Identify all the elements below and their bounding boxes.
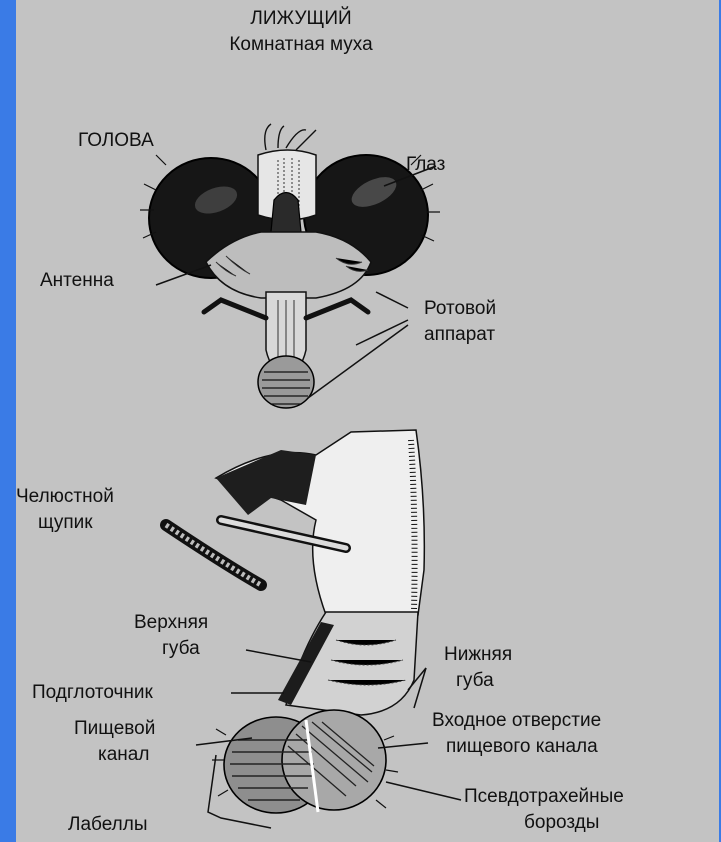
- label-labella: Лабеллы: [68, 814, 147, 836]
- label-antenna: Антенна: [40, 270, 114, 292]
- diagram-title: ЛИЖУЩИЙ: [206, 8, 396, 30]
- label-pseudotracheae-line1: Псевдотрахейные: [464, 786, 624, 808]
- label-hypopharynx: Подглоточник: [32, 682, 153, 704]
- label-canal-opening-line1: Входное отверстие: [432, 710, 601, 732]
- label-pseudotracheae-line2: борозды: [524, 812, 599, 834]
- label-food-canal-line1: Пищевой: [74, 718, 155, 740]
- label-food-canal-line2: канал: [98, 744, 149, 766]
- fly-head-drawing: [140, 124, 440, 408]
- diagram-subtitle: Комнатная муха: [166, 34, 436, 56]
- label-maxillary-palp-line1: Челюстной: [16, 486, 114, 508]
- label-upper-lip-line1: Верхняя: [134, 612, 208, 634]
- label-upper-lip-line2: губа: [162, 638, 200, 660]
- label-lower-lip-line2: губа: [456, 670, 494, 692]
- label-maxillary-palp-line2: щупик: [38, 512, 93, 534]
- label-lower-lip-line1: Нижняя: [444, 644, 512, 666]
- label-head: ГОЛОВА: [78, 130, 154, 152]
- label-mouthparts-line1: Ротовой: [424, 298, 496, 320]
- diagram-panel: ЛИЖУЩИЙ Комнатная муха ГОЛОВА Глаз Антен…: [16, 0, 719, 842]
- label-eye: Глаз: [406, 154, 445, 176]
- fly-mouthparts-illustration: [16, 0, 719, 842]
- label-canal-opening-line2: пищевого канала: [446, 736, 598, 758]
- label-mouthparts-line2: аппарат: [424, 324, 495, 346]
